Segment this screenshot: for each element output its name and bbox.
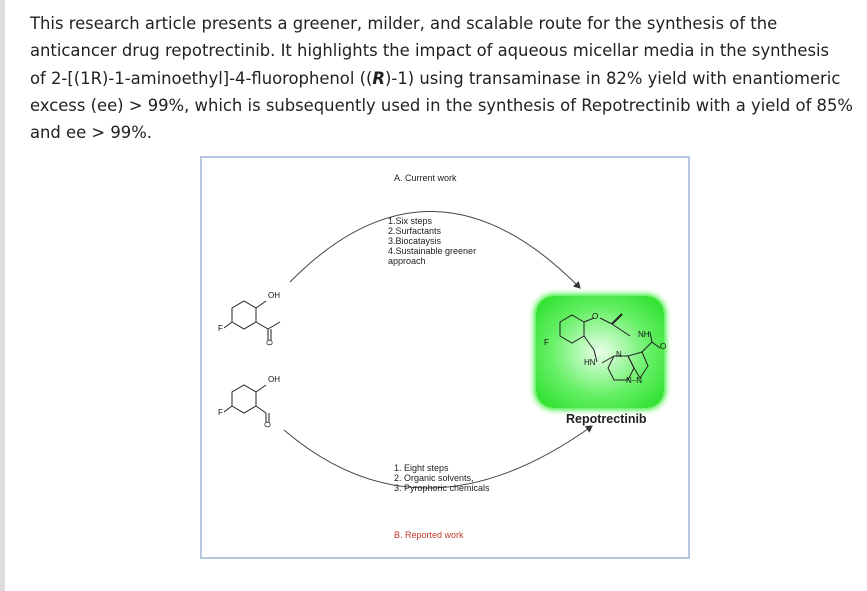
product-nh-label: NH (638, 330, 650, 339)
abstract-line-3-bold: R (372, 68, 386, 88)
product-name: Repotrectinib (566, 412, 647, 426)
reported-work-steps: 1. Eight steps 2. Organic solvents, 3. P… (394, 463, 490, 493)
current-step-2: 2.Surfactants (388, 226, 442, 236)
reported-step-1: 1. Eight steps (394, 463, 449, 473)
abstract-line-4: excess (ee) > 99%, which is subsequently… (30, 95, 853, 115)
abstract-line-3-pre: of 2-[(1R)-1-aminoethyl]-4-fluorophenol … (30, 68, 373, 88)
figure-arrows (223, 211, 593, 489)
left-border (0, 0, 5, 591)
aldehyde-oh-label: OH (268, 375, 280, 384)
current-work-title: A. Current work (394, 173, 457, 183)
abstract-line-1: This research article presents a greener… (30, 14, 778, 33)
current-step-5: approach (388, 256, 426, 266)
aldehyde-structure (223, 384, 270, 422)
ketone-f-label: F (218, 324, 223, 333)
reported-work-title: B. Reported work (394, 530, 464, 540)
current-step-1: 1.Six steps (388, 216, 433, 226)
reported-step-2: 2. Organic solvents, (394, 473, 474, 483)
aldehyde-f-label: F (218, 408, 223, 417)
aldehyde-o-label: O (262, 421, 272, 428)
ketone-structure (223, 300, 281, 340)
abstract-line-3-post: )-1) using transaminase in 82% yield wit… (385, 68, 841, 88)
product-nn-label: N–N (626, 376, 643, 385)
reported-work-arc (283, 425, 593, 489)
current-step-3: 3.Biocataysis (388, 236, 442, 246)
graphical-abstract-figure: A. Current work 1.Six steps 2.Surfactant… (200, 156, 690, 559)
abstract-line-2: anticancer drug repotrectinib. It highli… (30, 41, 830, 61)
product-f-label: F (544, 338, 549, 347)
product-o-label: O (592, 312, 599, 321)
abstract-line-3: of 2-[(1R)-1-aminoethyl]-4-fluorophenol … (30, 65, 862, 92)
ketone-oh-label: OH (268, 291, 280, 300)
product-highlight (536, 296, 664, 408)
product-n-label: N (616, 350, 622, 359)
current-work-steps: 1.Six steps 2.Surfactants 3.Biocataysis … (388, 216, 476, 266)
reported-step-3: 3. Pyrophoric chemicals (394, 483, 490, 493)
product-hn-label: HN (584, 358, 596, 367)
current-step-4: 4.Sustainable greener (388, 246, 477, 256)
ketone-o-label: O (264, 339, 274, 346)
abstract-line-5: and ee > 99%. (30, 123, 153, 143)
product-carbonyl-o-label: O (660, 342, 667, 351)
current-work-arc (289, 211, 581, 289)
abstract-text: This research article presents a greener… (30, 10, 862, 146)
